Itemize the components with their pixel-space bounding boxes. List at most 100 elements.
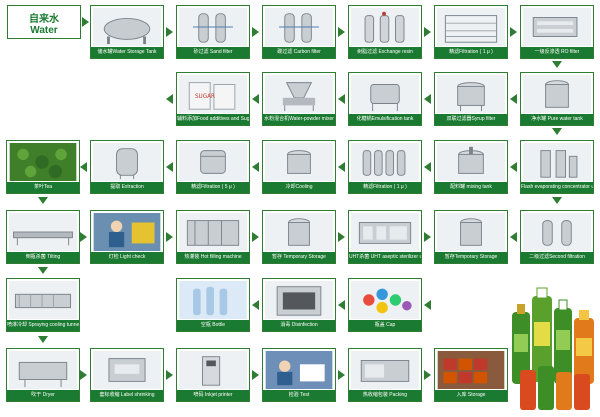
node-label: 精滤Filtration ( 5 μ ) (177, 182, 249, 193)
node-image (265, 75, 333, 113)
oven-icon (276, 286, 322, 316)
node-image (523, 8, 591, 46)
node-image (351, 8, 419, 46)
node-label: 喷码 Inkjet printer (177, 390, 249, 401)
node-label: 倒瓶杀菌 Tilting (7, 252, 79, 263)
node-image (437, 213, 505, 251)
node-bottle: 空瓶 Bottle (176, 278, 250, 332)
node-label: 化糖锅Emulsification tank (349, 114, 421, 125)
flow-arrow (252, 27, 259, 37)
node-disinfection: 消毒 Disinfection (262, 278, 336, 332)
flow-arrow (166, 162, 173, 172)
flow-arrow (424, 232, 431, 242)
resin-column-icon (364, 11, 405, 43)
node-image (179, 281, 247, 319)
node-image (265, 8, 333, 46)
caps-icon (363, 288, 412, 314)
flow-arrow (338, 162, 345, 172)
node-test: 检验 Test (262, 348, 336, 402)
node-label: 消毒 Disinfection (263, 320, 335, 331)
node-label: 双联过滤器Syrup filter (435, 114, 507, 125)
node-temporary-storage-1: 暂存 Temporary Storage (262, 210, 336, 264)
cooling-tank-icon (287, 150, 311, 174)
node-extraction: 提取 Extraction (90, 140, 164, 194)
node-image (351, 75, 419, 113)
node-label: 砂过滤 Sand filter (177, 47, 249, 58)
node-image (523, 75, 591, 113)
tank-horizontal-icon (103, 17, 151, 45)
node-label: 碳过滤 Carbon filter (263, 47, 335, 58)
node-label: UHT杀菌 UHT aseptic sterilizer unit (349, 252, 421, 263)
flow-arrow (80, 370, 87, 380)
flow-arrow (338, 27, 345, 37)
node-label: 冷却Cooling (263, 182, 335, 193)
product-bottles (510, 282, 600, 414)
node-image (265, 143, 333, 181)
flow-arrow (552, 128, 562, 135)
tea-bottles-icon (512, 287, 594, 410)
flow-arrow (424, 162, 431, 172)
node-label: 一级反渗透 RO filter (521, 47, 593, 58)
flow-arrow (166, 27, 173, 37)
ro-machine-icon (532, 17, 578, 37)
node-image (437, 75, 505, 113)
node-storage-tank: 储水罐Water Storage Tank (90, 5, 164, 59)
label-machine-icon (108, 358, 146, 382)
mixing-tank-icon (458, 146, 484, 174)
conveyor-icon (13, 231, 73, 246)
node-inkjet-printer: 喷码 Inkjet printer (176, 348, 250, 402)
lab-test-icon (265, 351, 333, 389)
node-label: 辅料添加Food additives and Sugar (177, 114, 249, 125)
bottles-icon (179, 281, 247, 319)
node-image (93, 213, 161, 251)
flow-arrow (82, 17, 89, 27)
flow-arrow (166, 232, 173, 242)
node-carbon-filter: 碳过滤 Carbon filter (262, 5, 336, 59)
node-label: 提取 Extraction (91, 182, 163, 193)
filter-housing-icon (200, 150, 226, 174)
node-label: 暂存 Temporary Storage (263, 252, 335, 263)
node-label: 茶叶Tea (7, 182, 79, 193)
node-filtration-1um: 精滤Filtration ( 1 μ ) (434, 5, 508, 59)
node-label-shrinking: 套标收缩 Label shrinking (90, 348, 164, 402)
flow-arrow (38, 336, 48, 343)
source-water-node: 自来水 Water (7, 5, 81, 39)
flow-arrow (552, 61, 562, 68)
node-image (9, 143, 77, 181)
twin-housing-icon (542, 220, 572, 246)
source-water-zh: 自来水 (29, 14, 59, 25)
node-image (9, 351, 77, 389)
dryer-icon (18, 361, 68, 388)
flow-arrow (338, 232, 345, 242)
flow-arrow (80, 162, 87, 172)
node-label: Flash evaporating concentrator unit (521, 182, 593, 193)
node-image (265, 213, 333, 251)
worker-icon (93, 213, 161, 251)
cartridge-filters-icon (362, 150, 406, 176)
node-light-check: 灯检 Light check (90, 210, 164, 264)
flow-arrow (38, 197, 48, 204)
node-filtration-5um: 精滤Filtration ( 5 μ ) (176, 140, 250, 194)
node-label: 热收缩包装 Packing (349, 390, 421, 401)
node-storage: 入库 Storage (434, 348, 508, 402)
flow-arrow (166, 370, 173, 380)
node-emulsification-tank: 化糖锅Emulsification tank (348, 72, 422, 126)
node-filtration-multi: 精滤Filtration ( 1 μ ) (348, 140, 422, 194)
node-image (179, 213, 247, 251)
node-second-filtration: 二级过滤Second filtration (520, 210, 594, 264)
node-spray-cooling: 喷淋冷却 Spraying cooling tunnel (6, 278, 80, 332)
node-shrink-packing: 热收缩包装 Packing (348, 348, 422, 402)
node-image (93, 143, 161, 181)
twin-filter-icon (193, 13, 233, 43)
tea-leaves-icon (9, 143, 77, 181)
storage-tank-icon (288, 218, 310, 246)
node-label: 检验 Test (263, 390, 335, 401)
node-label: 喷淋冷却 Spraying cooling tunnel (7, 320, 79, 331)
node-label: 精滤Filtration ( 1 μ ) (349, 182, 421, 193)
node-cooling: 冷却Cooling (262, 140, 336, 194)
uht-unit-icon (358, 222, 412, 244)
shrink-wrap-icon (360, 360, 410, 382)
flow-arrow (552, 197, 562, 204)
powder-mixer-icon (282, 82, 316, 112)
